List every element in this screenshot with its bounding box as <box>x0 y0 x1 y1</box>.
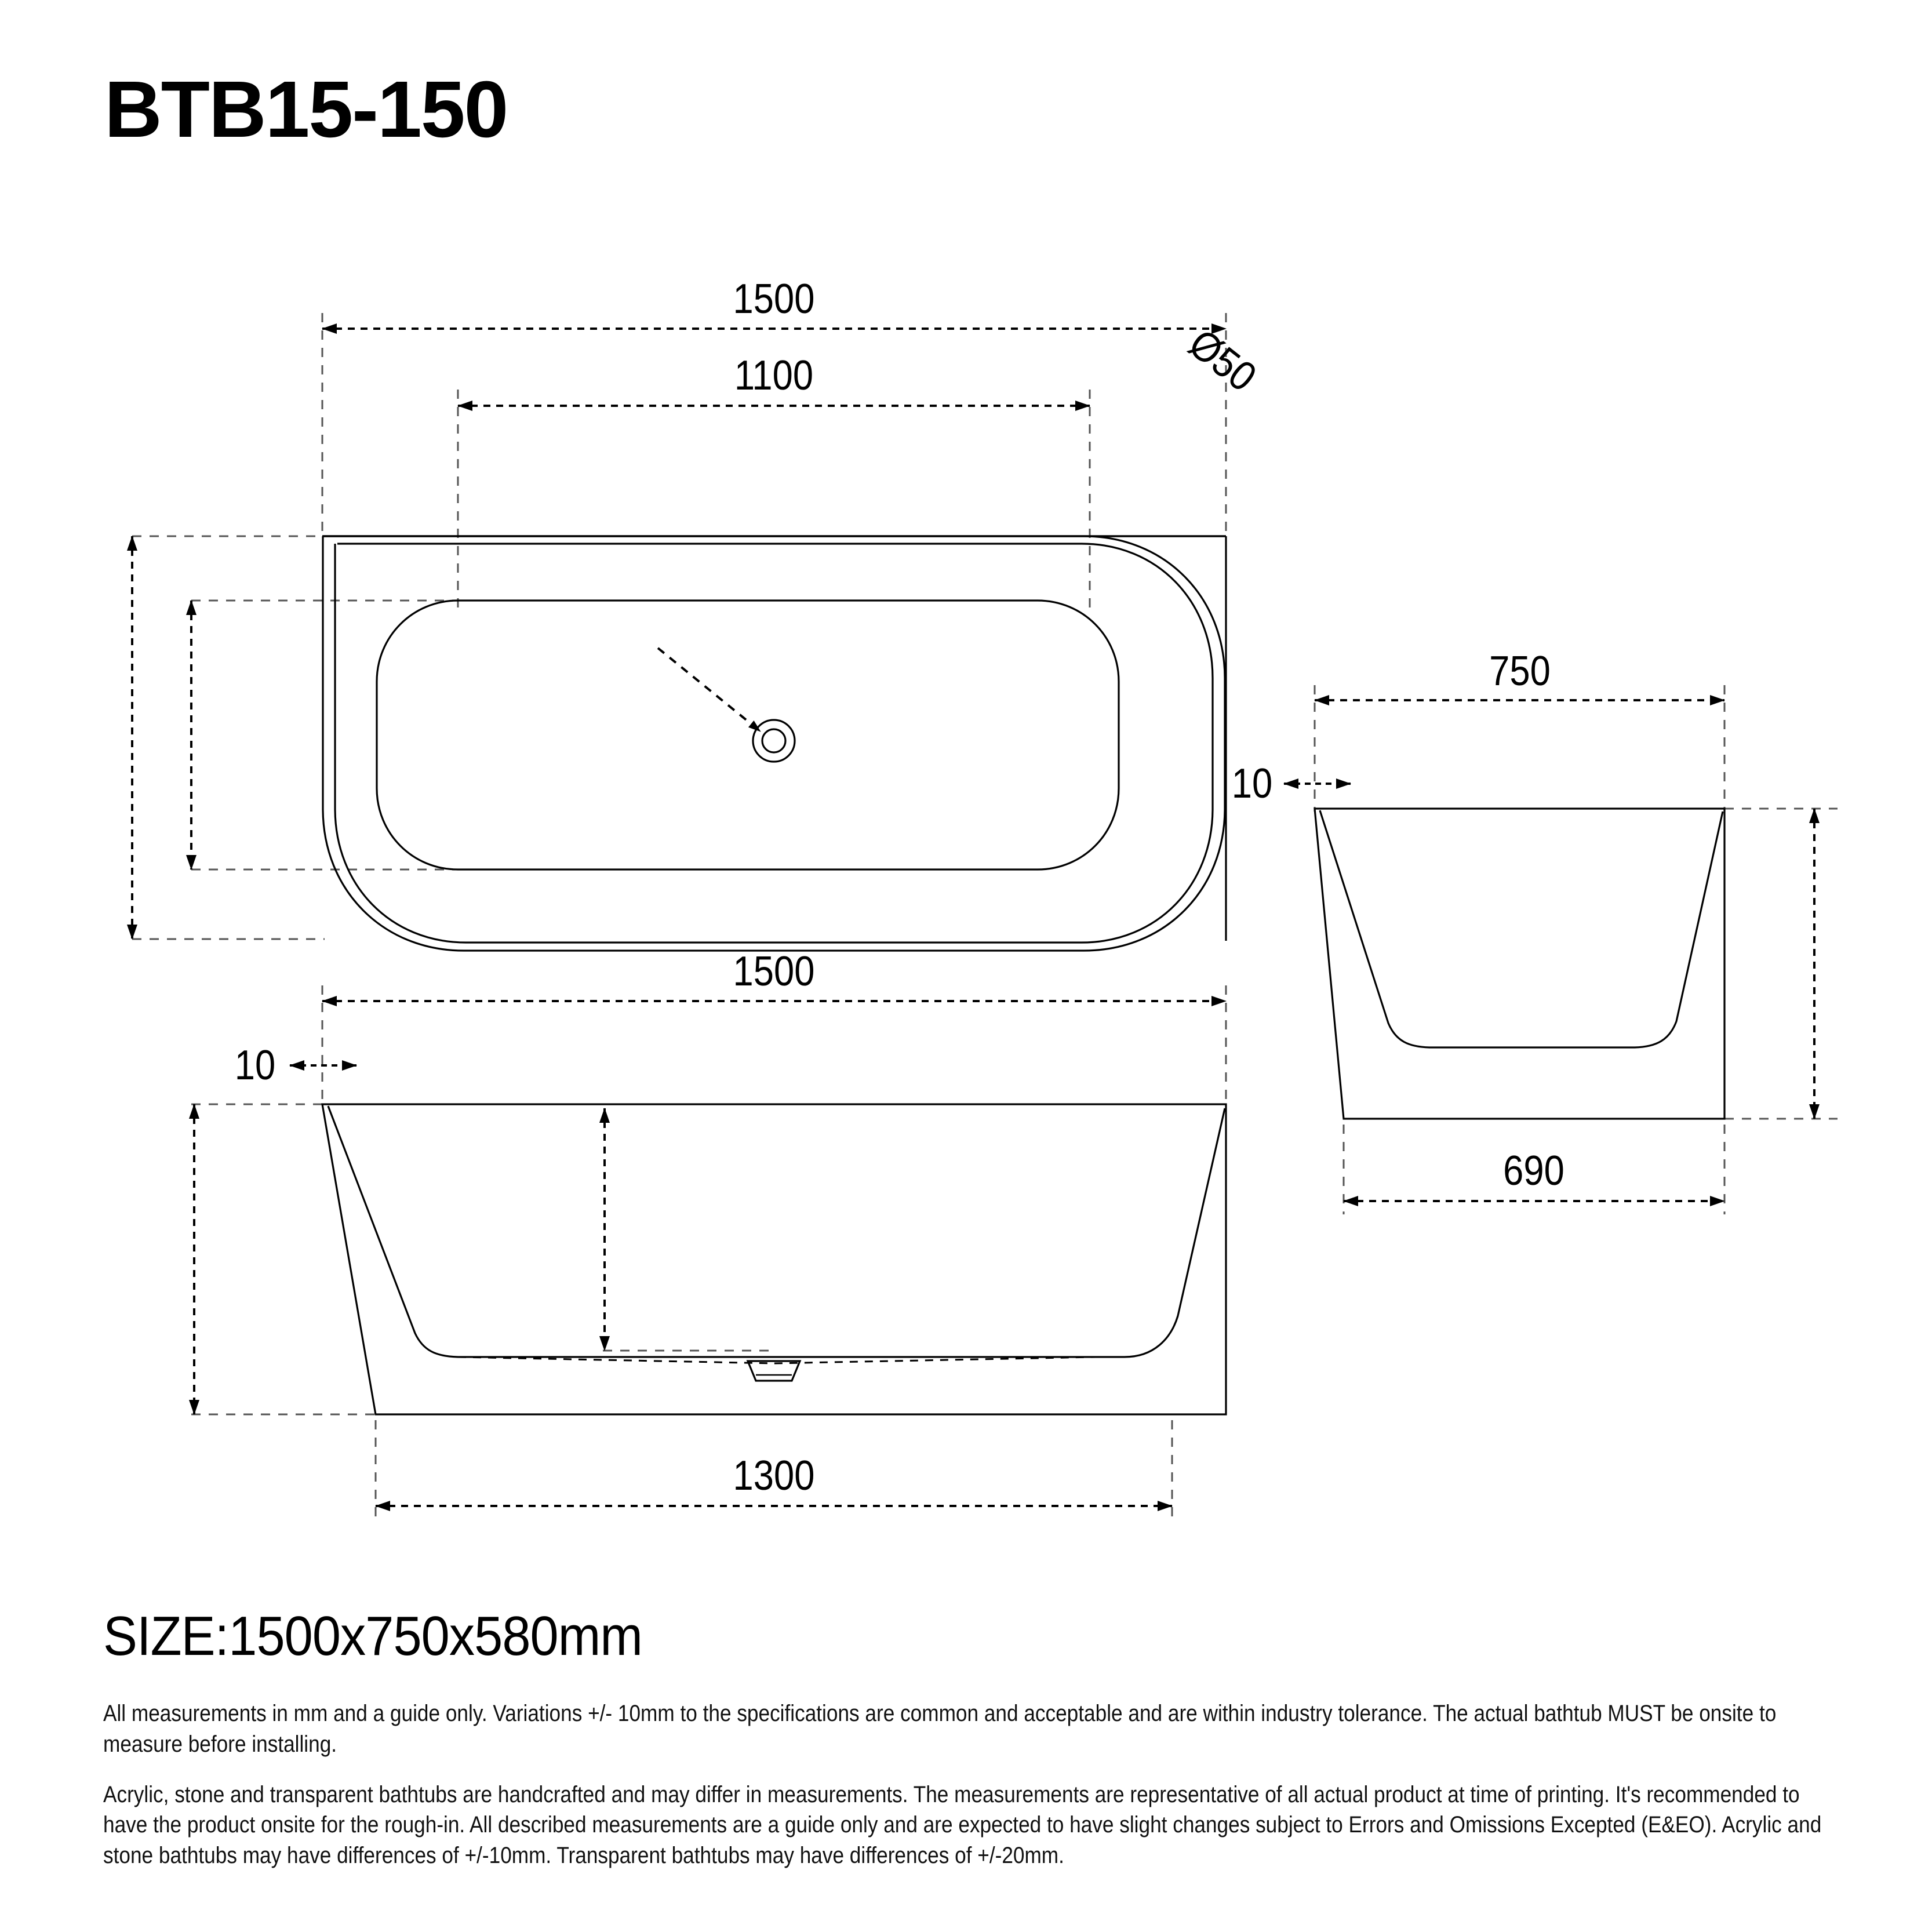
front-waste-outlet <box>746 1360 802 1382</box>
plan-dim-1100-label: 1100 <box>734 352 813 399</box>
disclaimer-paragraph-2: Acrylic, stone and transparent bathtubs … <box>103 1781 1822 1869</box>
size-summary: SIZE:1500x750x580mm <box>103 1605 643 1667</box>
side-inner-cavity <box>1319 810 1724 1049</box>
plan-rim <box>334 543 1214 944</box>
plan-inner-basin <box>376 599 1120 871</box>
front-dim-1500-label: 1500 <box>733 948 815 995</box>
plan-outer-shell <box>322 535 1226 952</box>
front-floor-line <box>457 1356 1096 1365</box>
front-dim-1300-label: 1300 <box>733 1453 815 1499</box>
front-inner-cavity <box>327 1105 1226 1358</box>
technical-drawing: 1500 1100 750 520 Ø50 1500 10 580 456 13… <box>127 276 1838 1519</box>
plan-drain-inner <box>761 728 787 754</box>
page-title: BTB15-150 <box>104 65 508 154</box>
disclaimer-paragraph-1: All measurements in mm and a guide only.… <box>103 1701 1777 1757</box>
side-dim-10-label: 10 <box>1232 761 1272 807</box>
front-outer-body <box>321 1103 1227 1416</box>
side-outer-body <box>1314 807 1726 1120</box>
plan-drain-leader <box>657 647 762 733</box>
plan-dim-drain-label: Ø50 <box>1180 320 1265 401</box>
front-dim-10-label: 10 <box>235 1042 275 1089</box>
side-dim-750-label: 750 <box>1489 648 1551 694</box>
disclaimer-notes: All measurements in mm and a guide only.… <box>103 1698 1848 1871</box>
side-dim-690-label: 690 <box>1503 1148 1564 1194</box>
plan-drain-outer <box>752 719 796 763</box>
plan-dim-1500-label: 1500 <box>733 276 815 322</box>
drawing-canvas: 1500 1100 750 520 Ø50 1500 10 580 456 13… <box>127 276 1838 1519</box>
